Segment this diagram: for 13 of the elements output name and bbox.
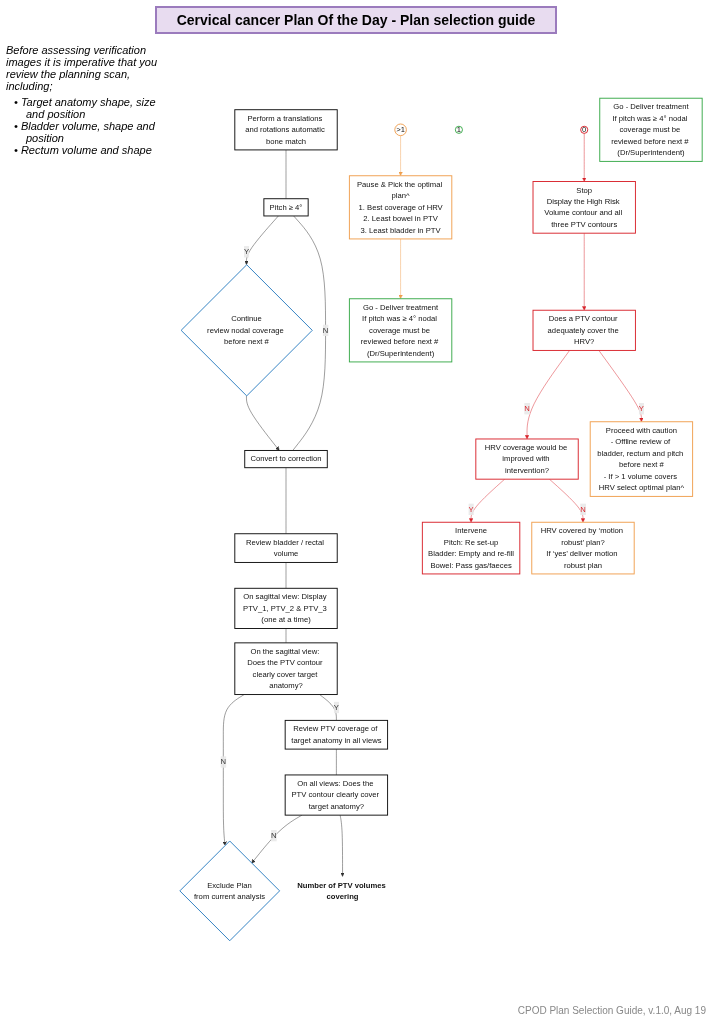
connector (285, 467, 287, 534)
note-text: Before assessing verification images it is imperative that you review the planning scan, including; (6, 44, 158, 92)
connector (319, 694, 337, 721)
connector (336, 748, 337, 776)
connector (285, 628, 287, 644)
connector (285, 149, 287, 199)
title-banner: Cervical cancer Plan Of the Day - Plan selection guide (154, 6, 558, 34)
caption: CPOD Plan Selection Guide, v.1.0, Aug 19 (517, 1005, 706, 1016)
bullet-note: • Target anatomy shape, size and position (14, 96, 157, 120)
connector (285, 562, 287, 589)
connector (292, 215, 326, 451)
bullet-note: • Bladder volume, shape and position (14, 120, 156, 144)
bullet-note: • Rectum volume and shape (14, 144, 153, 156)
